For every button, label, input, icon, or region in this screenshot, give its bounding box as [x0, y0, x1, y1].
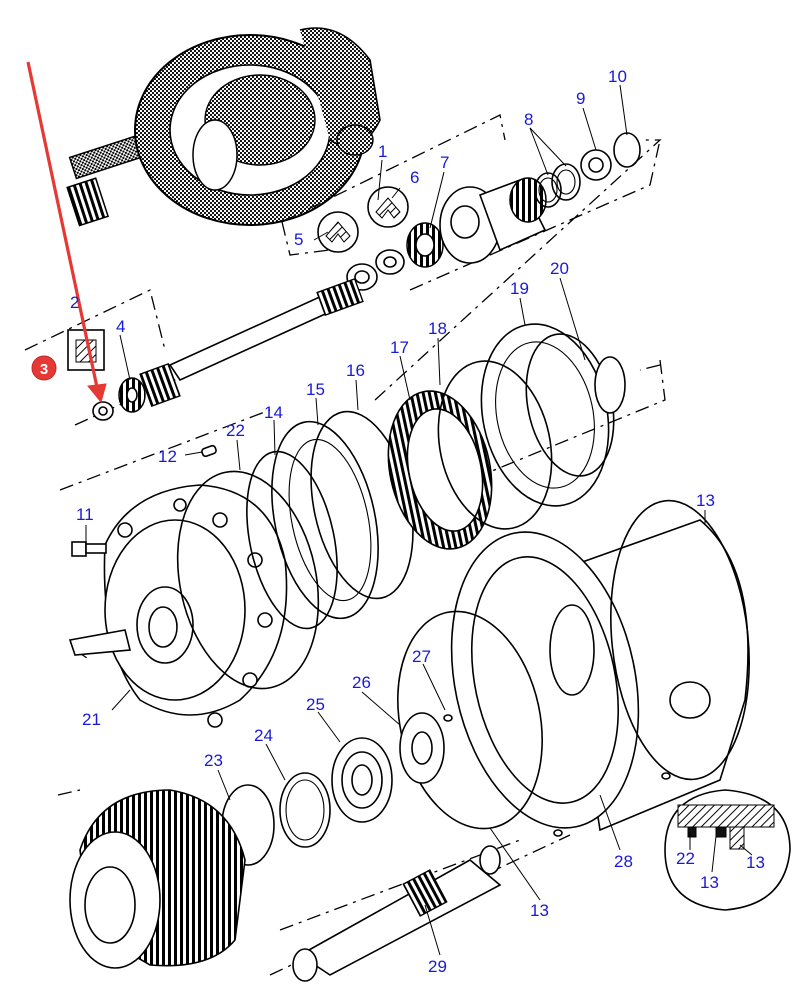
callout-15: 15 — [306, 380, 325, 399]
callout-12: 12 — [158, 447, 177, 466]
highlight-badge: 3 — [31, 355, 57, 381]
section-clutch-outline — [59, 359, 666, 661]
callout-26: 26 — [352, 673, 371, 692]
callout-4: 4 — [116, 317, 125, 336]
callout-5: 5 — [294, 230, 303, 249]
callout-18: 18 — [428, 319, 447, 338]
callout-20: 20 — [550, 259, 569, 278]
callout-27: 27 — [412, 647, 431, 666]
ring-14 — [246, 450, 338, 630]
callout-25: 25 — [306, 695, 325, 714]
bearing-4 — [118, 377, 146, 413]
callout-8: 8 — [524, 110, 533, 129]
seal-5 — [317, 211, 359, 253]
o-ring-22 — [176, 470, 320, 690]
shaft-29 — [292, 845, 502, 982]
shim-24 — [279, 772, 331, 848]
section-1-outline — [281, 114, 662, 401]
highlight-arrow — [26, 61, 107, 404]
callout-13-inset-left: 13 — [700, 873, 719, 892]
shaft — [139, 277, 364, 408]
callout-14: 14 — [264, 403, 283, 422]
callout-6: 6 — [410, 168, 419, 187]
callout-22: 22 — [226, 421, 245, 440]
callout-1: 1 — [378, 142, 387, 161]
leader-lines — [85, 84, 753, 956]
o-ring-13-right — [610, 499, 750, 781]
hub-flange — [439, 177, 547, 264]
hub-20 — [525, 333, 626, 477]
plate-18 — [437, 360, 553, 530]
callout-22-inset: 22 — [676, 849, 695, 868]
gear-assembly-drawing — [66, 27, 381, 227]
callout-13-inset-right: 13 — [746, 853, 765, 872]
callout-21: 21 — [82, 710, 101, 729]
pin-27 — [443, 714, 453, 722]
snap-ring-10 — [613, 132, 641, 168]
bolt-11 — [71, 541, 107, 557]
callouts: 1 2 4 5 6 7 8 9 10 11 12 13 13 13 13 14 … — [70, 67, 765, 976]
callout-19: 19 — [510, 279, 529, 298]
seal-6 — [367, 186, 409, 228]
callout-13-right: 13 — [696, 491, 715, 510]
washer-3 — [92, 401, 114, 421]
drum — [69, 789, 246, 969]
needle-bearing-7 — [406, 222, 444, 268]
callout-9: 9 — [576, 89, 585, 108]
housing-21 — [68, 484, 288, 728]
bearing-25 — [331, 737, 393, 823]
thrust-washer-26 — [399, 712, 445, 784]
callout-29: 29 — [428, 957, 447, 976]
piston-15 — [271, 420, 379, 620]
callout-16: 16 — [346, 361, 365, 380]
callout-7: 7 — [440, 153, 449, 172]
callout-23: 23 — [204, 751, 223, 770]
callout-11: 11 — [76, 505, 94, 524]
highlight-badge-label: 3 — [40, 361, 48, 378]
housing-28 — [450, 519, 749, 832]
rings-8 — [534, 163, 581, 208]
callout-24: 24 — [254, 726, 273, 745]
callout-13-bottom: 13 — [530, 901, 549, 920]
callout-17: 17 — [390, 338, 409, 357]
callout-10: 10 — [608, 67, 627, 86]
callout-28: 28 — [614, 852, 633, 871]
detail-inset — [664, 789, 791, 911]
callout-2: 2 — [70, 293, 79, 312]
pin-12 — [201, 444, 217, 458]
star-washer-9 — [580, 149, 612, 181]
